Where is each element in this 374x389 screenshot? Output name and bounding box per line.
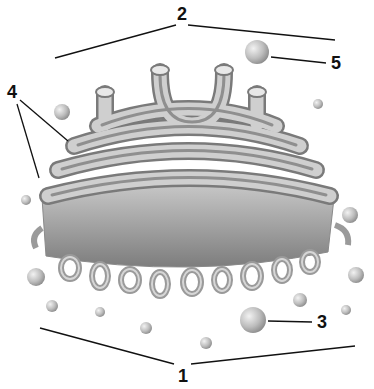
callout-number: 5 <box>331 53 341 73</box>
callout-number: 1 <box>178 366 188 386</box>
callout-number: 3 <box>317 312 327 332</box>
callout-number: 2 <box>177 4 187 24</box>
callout-number: 4 <box>7 82 17 102</box>
